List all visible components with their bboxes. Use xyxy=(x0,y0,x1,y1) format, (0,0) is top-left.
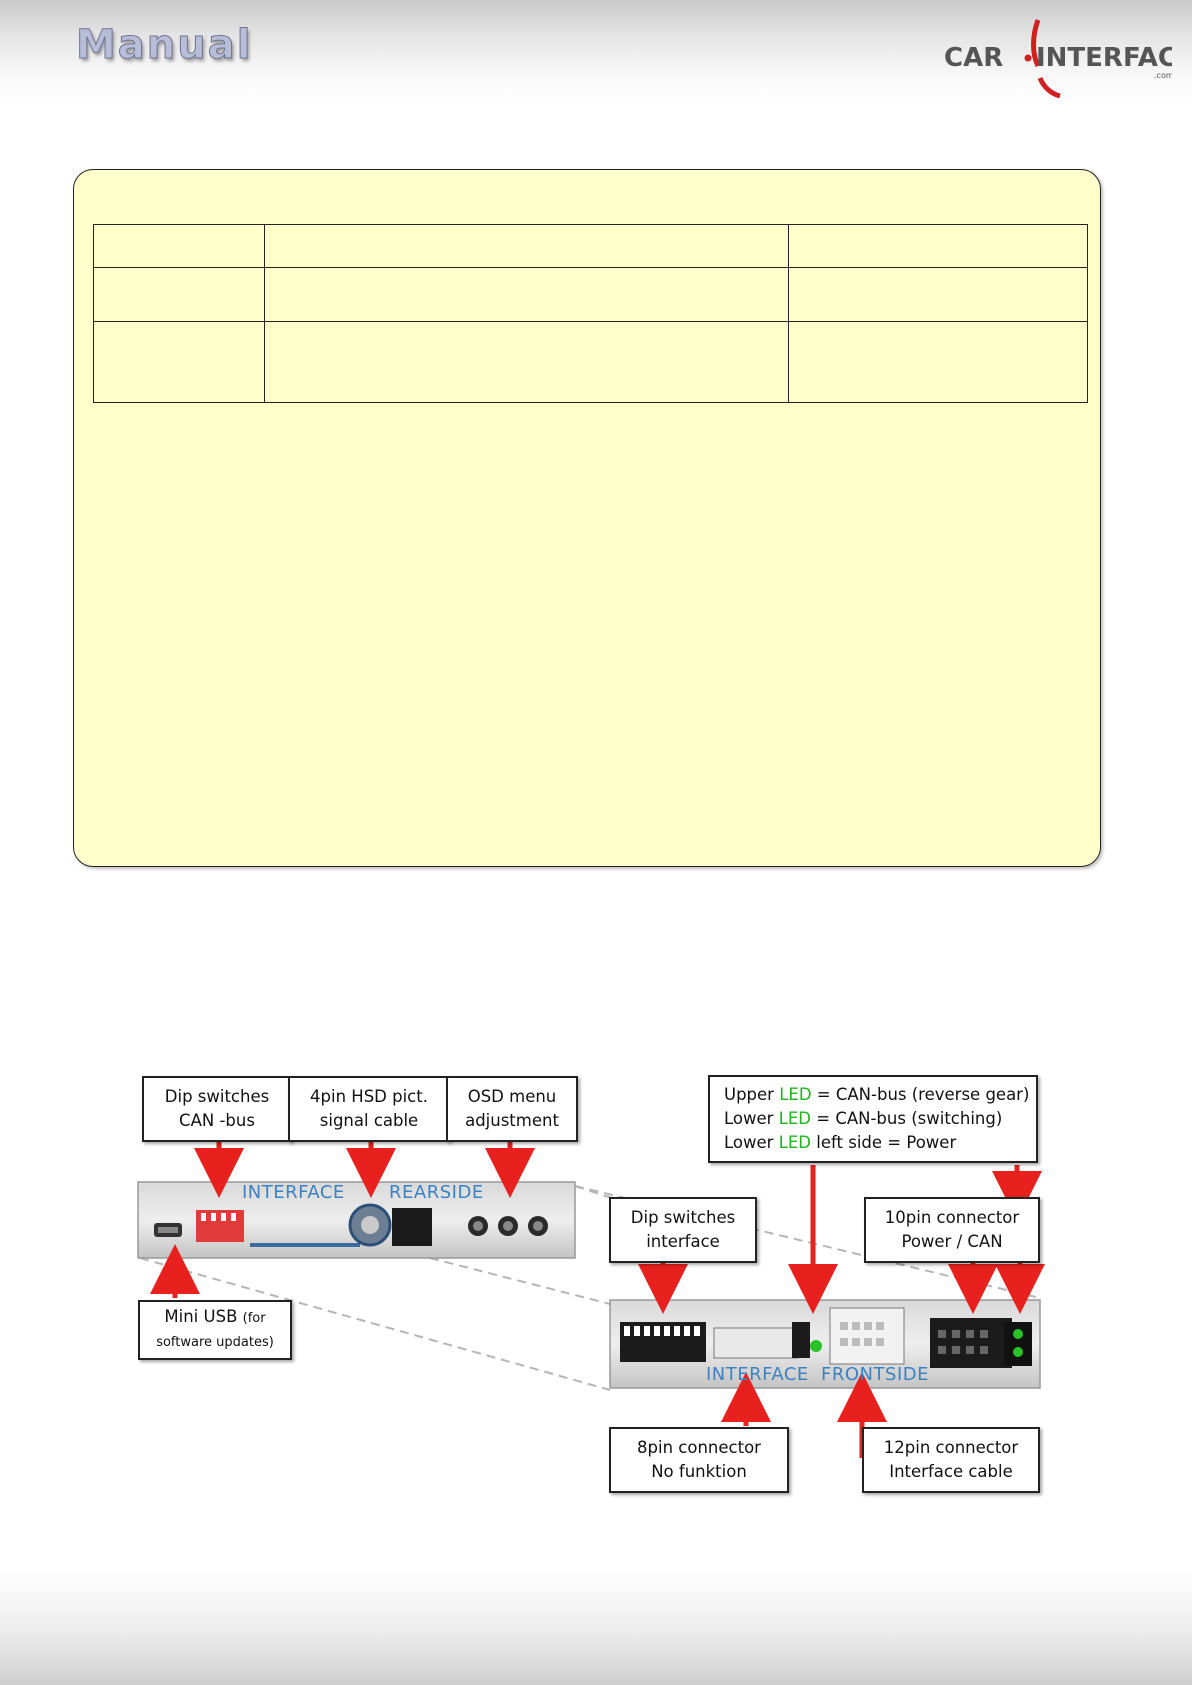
label-dip-switches-can: Dip switches CAN -bus xyxy=(142,1076,292,1142)
table-cell xyxy=(788,224,1088,268)
spec-table xyxy=(93,224,1088,403)
table-cell xyxy=(788,321,1088,403)
front-panel-label: INTERFACE FRONTSIDE xyxy=(706,1364,929,1385)
label-line: adjustment xyxy=(465,1111,559,1130)
footer-band xyxy=(0,1570,1192,1685)
header-band xyxy=(0,0,1192,100)
label-line: Dip switches xyxy=(164,1087,270,1106)
table-row xyxy=(93,321,1088,403)
table-cell xyxy=(263,224,790,268)
table-cell xyxy=(93,224,265,268)
rear-panel-label: INTERFACE REARSIDE xyxy=(242,1182,484,1203)
table-row xyxy=(93,224,1088,268)
label-line: Interface cable xyxy=(889,1462,1013,1481)
label-line: signal cable xyxy=(319,1111,419,1130)
rear-panel-label-word2: REARSIDE xyxy=(389,1182,484,1203)
front-panel xyxy=(609,1299,1041,1389)
svg-text:INTERFACE: INTERFACE xyxy=(1036,43,1172,73)
label-line: Mini USB (for xyxy=(164,1307,266,1326)
label-mini-usb: Mini USB (for software updates) xyxy=(138,1300,292,1360)
front-panel-label-word2: FRONTSIDE xyxy=(821,1364,929,1385)
table-cell xyxy=(788,267,1088,322)
label-leds: Upper LED = CAN-bus (reverse gear) Lower… xyxy=(708,1075,1038,1163)
label-line: No funktion xyxy=(651,1462,747,1481)
label-line: 8pin connector xyxy=(637,1438,761,1457)
table-row xyxy=(93,267,1088,322)
table-cell xyxy=(263,321,790,403)
label-dip-switches-interface: Dip switches interface xyxy=(609,1197,757,1263)
svg-text:CAR: CAR xyxy=(944,43,1003,73)
label-12pin-connector: 12pin connector Interface cable xyxy=(862,1427,1040,1493)
label-hsd-cable: 4pin HSD pict. signal cable xyxy=(288,1076,450,1142)
table-cell xyxy=(93,321,265,403)
svg-text:.com: .com xyxy=(1154,71,1172,80)
label-line: software updates) xyxy=(156,1335,274,1350)
label-line: Lower LED = CAN-bus (switching) xyxy=(724,1109,1003,1128)
label-8pin-connector: 8pin connector No funktion xyxy=(609,1427,789,1493)
front-panel-label-word1: INTERFACE xyxy=(706,1364,809,1385)
label-line: Lower LED left side = Power xyxy=(724,1133,957,1152)
interface-diagram: INTERFACE REARSIDE INTERFACE FRONTSIDE D… xyxy=(0,1060,1192,1500)
label-line: 4pin HSD pict. xyxy=(310,1087,428,1106)
label-osd-menu: OSD menu adjustment xyxy=(446,1076,578,1142)
label-line: Upper LED = CAN-bus (reverse gear) xyxy=(724,1085,1030,1104)
label-line: CAN -bus xyxy=(179,1111,255,1130)
label-10pin-connector: 10pin connector Power / CAN xyxy=(864,1197,1040,1263)
label-line: 10pin connector xyxy=(884,1208,1020,1227)
label-line: Power / CAN xyxy=(901,1232,1003,1251)
car-interface-logo: CAR INTERFACE .com xyxy=(940,14,1192,100)
label-line: interface xyxy=(646,1232,720,1251)
manual-title: Manual xyxy=(75,22,253,69)
table-cell xyxy=(93,267,265,322)
label-line: OSD menu xyxy=(467,1087,557,1106)
label-line: Dip switches xyxy=(630,1208,736,1227)
label-line: 12pin connector xyxy=(883,1438,1019,1457)
table-cell xyxy=(263,267,790,322)
rear-panel-label-word1: INTERFACE xyxy=(242,1182,345,1203)
